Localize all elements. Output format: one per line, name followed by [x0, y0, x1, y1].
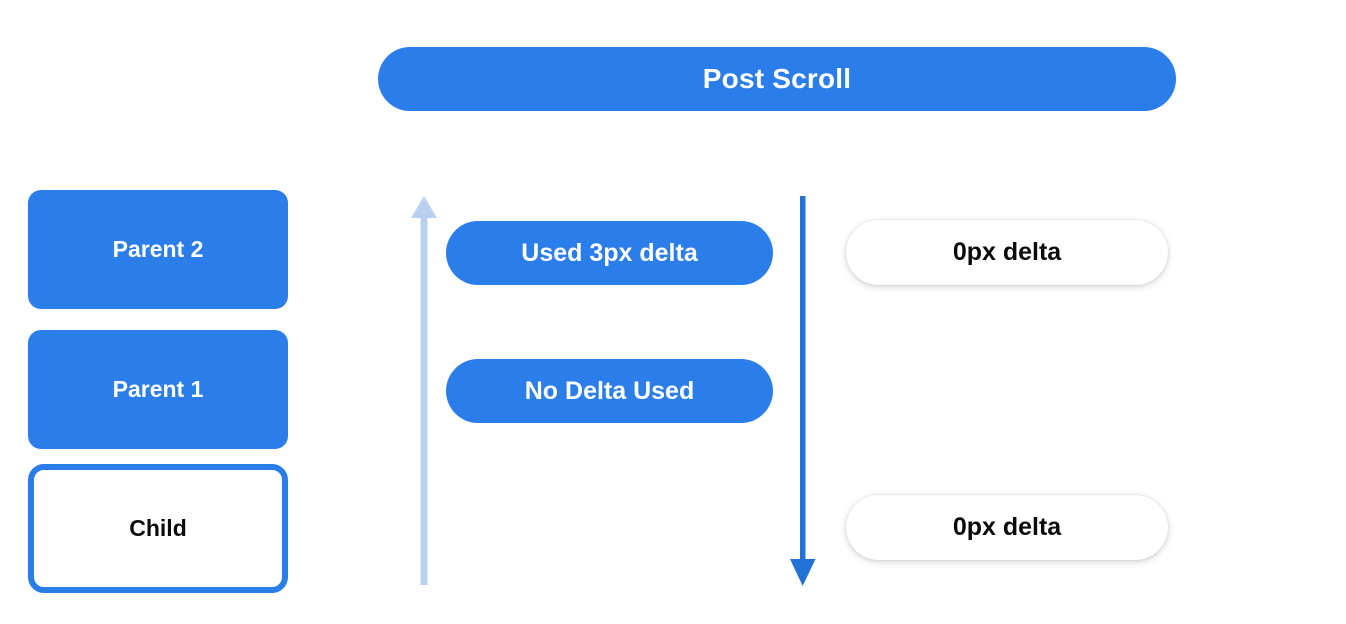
annotation-pill-zero-delta-bottom: 0px delta: [846, 495, 1168, 560]
element-stack: Parent 2 Parent 1 Child: [28, 190, 288, 593]
stack-box-parent-1: Parent 1: [28, 330, 288, 449]
scroll-up-arrow-icon: [411, 196, 437, 585]
stack-box-parent-2-label: Parent 2: [112, 236, 204, 262]
scroll-down-arrow-icon: [790, 196, 816, 586]
annotation-pill-zero-delta-top: 0px delta: [846, 220, 1168, 285]
stack-gap: [28, 309, 288, 330]
post-scroll-title-banner: Post Scroll: [378, 47, 1176, 111]
stack-box-parent-2: Parent 2: [28, 190, 288, 309]
post-scroll-title-label: Post Scroll: [702, 63, 852, 94]
annotation-pill-no-delta-used-label: No Delta Used: [524, 376, 695, 405]
stack-gap: [28, 449, 288, 464]
stack-box-parent-1-label: Parent 1: [112, 376, 204, 402]
annotation-pill-zero-delta-bottom-label: 0px delta: [952, 513, 1062, 541]
annotation-pill-used-delta-label: Used 3px delta: [521, 238, 698, 267]
stack-box-child: Child: [28, 464, 288, 593]
annotation-pill-no-delta-used: No Delta Used: [446, 359, 773, 423]
annotation-pill-zero-delta-top-label: 0px delta: [952, 238, 1062, 266]
annotation-pill-used-delta: Used 3px delta: [446, 221, 773, 285]
stack-box-child-label: Child: [129, 515, 187, 541]
